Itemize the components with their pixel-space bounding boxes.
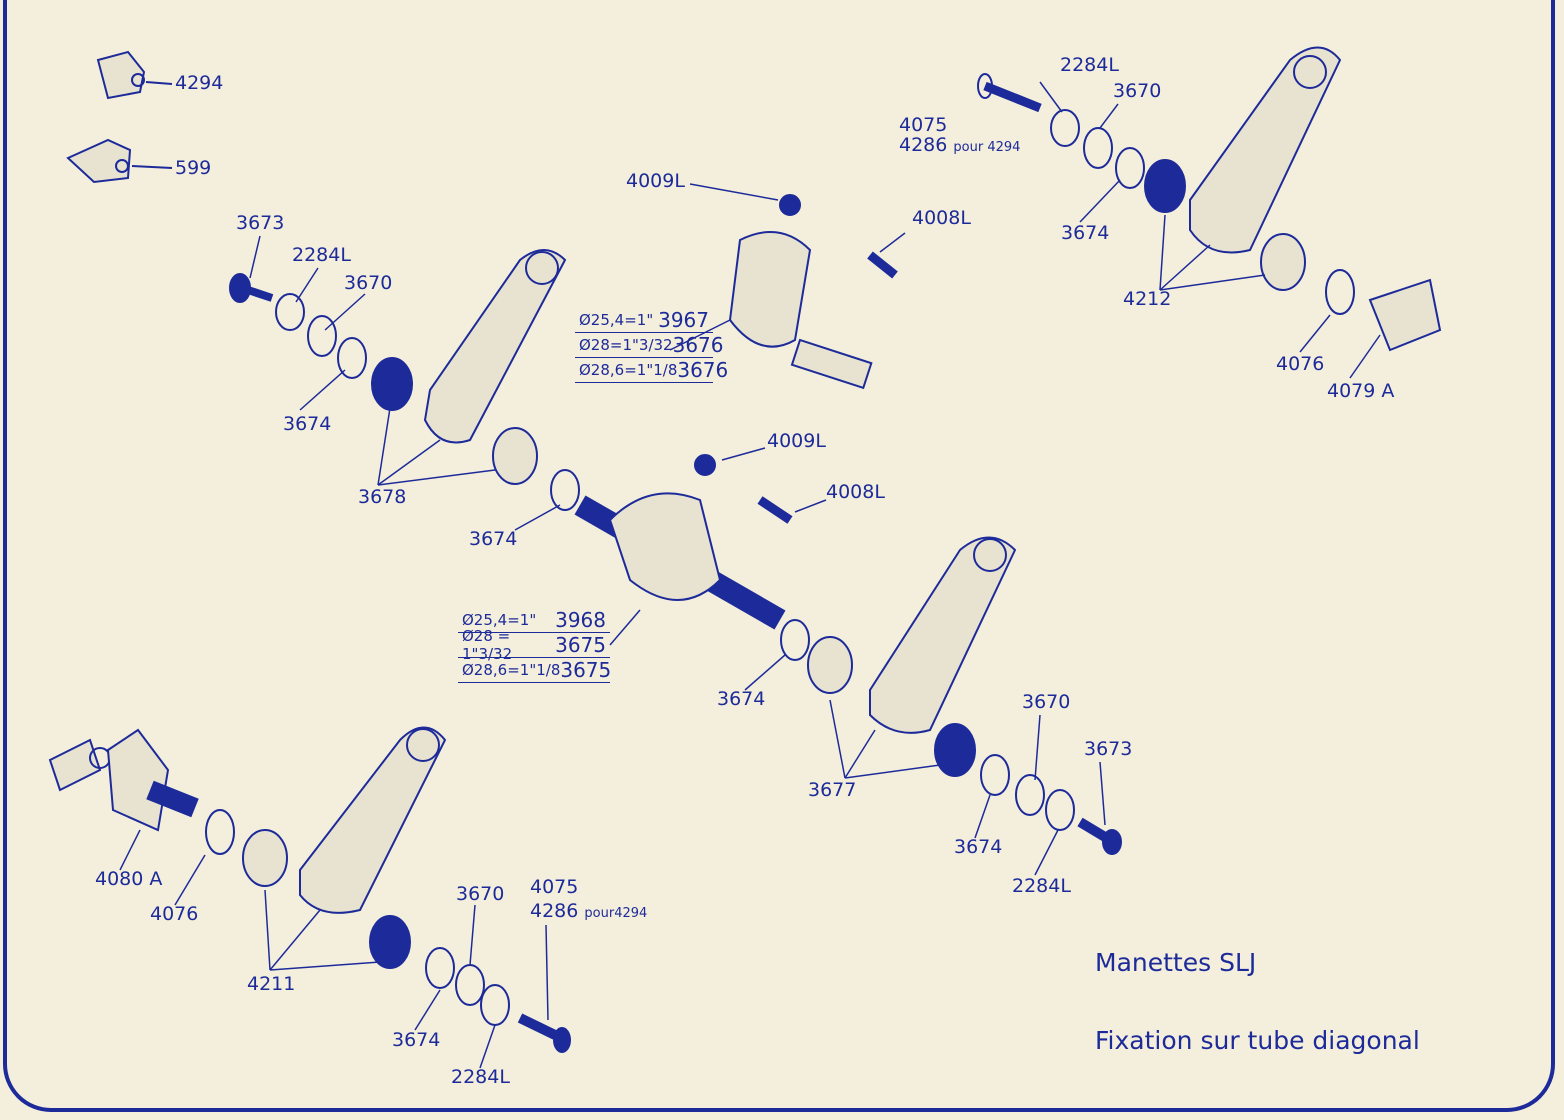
size: Ø25,4=1": [579, 311, 654, 329]
label-4294: 4294: [175, 72, 224, 94]
part-number: 3675: [560, 658, 612, 682]
table-row: Ø25,4=1" 3968: [458, 608, 610, 633]
diagram-border: [3, 0, 1555, 1112]
size: Ø28,6=1"1/8: [462, 661, 561, 679]
part-number: 4286: [530, 900, 579, 922]
label-4080A: 4080 A: [95, 868, 163, 890]
size: Ø25,4=1": [462, 611, 537, 629]
label-4286: 4286 pour 4294: [899, 136, 1020, 155]
table-row: Ø28 = 1"3/32 3675: [458, 627, 610, 663]
part-number: 3676: [677, 358, 729, 382]
label-3670-right: 3670: [1113, 80, 1162, 102]
part-number: 3675: [555, 633, 606, 657]
label-4076-ll: 4076: [150, 903, 199, 925]
label-3674-center: 3674: [469, 528, 518, 550]
size-table-lower: Ø25,4=1" 3968 Ø28 = 1"3/32 3675 Ø28,6=1"1/…: [458, 608, 612, 683]
table-row: Ø25,4=1"3967: [575, 308, 713, 333]
lower-clamp: [574, 447, 827, 646]
label-2284L-ll: 2284L: [451, 1066, 510, 1088]
upper-right-lever-assembly: [977, 46, 1442, 379]
label-4211: 4211: [247, 973, 296, 995]
label-2284L-lr: 2284L: [1012, 875, 1071, 897]
note: pour 4294: [953, 140, 1021, 155]
label-3674-ll: 3674: [392, 1029, 441, 1051]
part-number: 4286: [899, 134, 948, 156]
diagram-subtitle: Fixation sur tube diagonal: [1095, 1026, 1420, 1055]
label-3678: 3678: [358, 486, 407, 508]
part-4294: [96, 50, 173, 100]
label-4076: 4076: [1276, 353, 1325, 375]
label-4009L: 4009L: [626, 170, 685, 192]
part-number: 3968: [555, 608, 606, 632]
lower-left-lever-assembly: [48, 726, 571, 1069]
diagram-title: Manettes SLJ: [1095, 948, 1257, 977]
label-3674-right: 3674: [1061, 222, 1110, 244]
label-3674-lr: 3674: [717, 688, 766, 710]
label-4075: 4075: [899, 114, 948, 136]
label-3674: 3674: [283, 413, 332, 435]
label-3670-ll: 3670: [456, 883, 505, 905]
upper-clamp: [669, 183, 906, 390]
lower-right-lever-assembly: [744, 536, 1122, 876]
label-2284L: 2284L: [292, 244, 351, 266]
size: Ø28 = 1"3/32: [462, 627, 513, 663]
label-4008L-lower: 4008L: [826, 481, 885, 503]
note: pour4294: [584, 906, 648, 921]
part-number: 3967: [658, 308, 709, 332]
size: Ø28=1"3/32: [579, 336, 673, 354]
label-4008L: 4008L: [912, 207, 971, 229]
label-3670: 3670: [344, 272, 393, 294]
label-4286-ll: 4286 pour4294: [530, 902, 647, 921]
label-3674-lr2: 3674: [954, 836, 1003, 858]
label-3673-lr: 3673: [1084, 738, 1133, 760]
label-3677: 3677: [808, 779, 857, 801]
size: Ø28,6=1"1/8: [579, 361, 678, 379]
label-4212: 4212: [1123, 288, 1172, 310]
upper-left-lever-assembly: [229, 235, 580, 531]
label-599: 599: [175, 157, 212, 179]
part-599: [66, 138, 173, 184]
label-2284L-right: 2284L: [1060, 54, 1119, 76]
part-number: 3676: [672, 333, 724, 357]
label-4079A: 4079 A: [1327, 380, 1395, 402]
label-4009L-lower: 4009L: [767, 430, 826, 452]
label-3670-lr: 3670: [1022, 691, 1071, 713]
label-4075-ll: 4075: [530, 876, 579, 898]
label-3673: 3673: [236, 212, 285, 234]
